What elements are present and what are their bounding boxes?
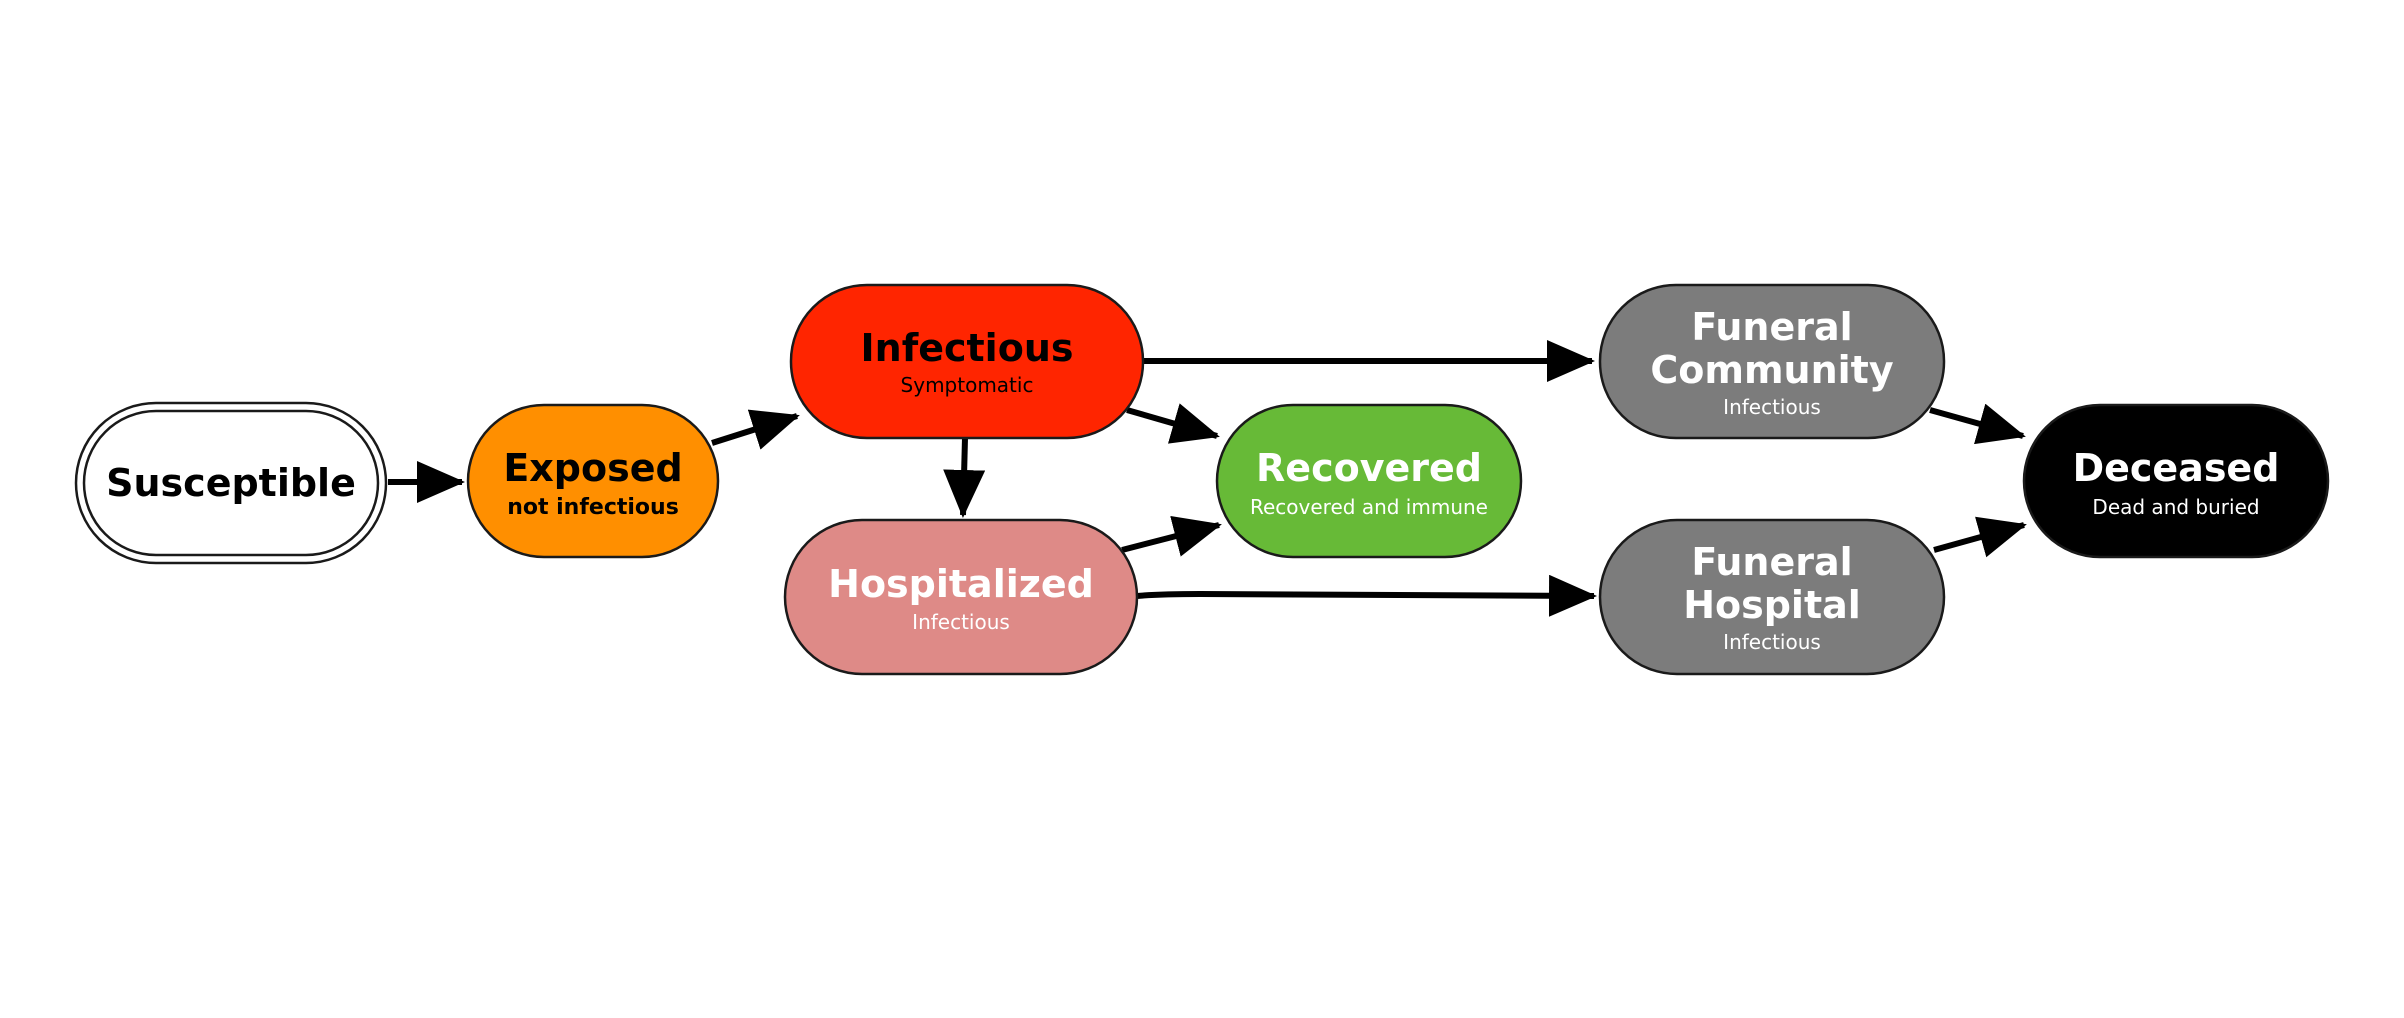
deceased-title: Deceased bbox=[2073, 446, 2280, 490]
funeral-community-title-line1: Funeral bbox=[1691, 305, 1852, 349]
funeral-hospital-shape bbox=[1598, 518, 1946, 676]
funeral-hospital-title-line1: Funeral bbox=[1691, 540, 1852, 584]
edge-infectious-to-hospitalized bbox=[943, 437, 986, 518]
hospitalized-subtitle: Infectious bbox=[912, 610, 1010, 634]
edge-funeral-hospital-to-deceased bbox=[1933, 516, 2027, 558]
edge-hospitalized-to-recovered bbox=[1121, 515, 1222, 557]
hospitalized-title: Hospitalized bbox=[828, 562, 1094, 606]
recovered-shape bbox=[1215, 403, 1523, 559]
susceptible-inner-border bbox=[82, 409, 380, 557]
funeral-community-subtitle: Infectious bbox=[1723, 395, 1821, 419]
susceptible-title: Susceptible bbox=[106, 461, 356, 505]
exposed-title: Exposed bbox=[503, 446, 682, 490]
node-funeral-hospital: Funeral Hospital Infectious bbox=[1598, 518, 1946, 676]
edge-hospitalized-to-funeral-hospital bbox=[1136, 574, 1597, 617]
funeral-community-title-line2: Community bbox=[1650, 348, 1893, 392]
node-exposed: Exposed not infectious bbox=[466, 403, 720, 559]
funeral-hospital-title-line2: Hospital bbox=[1683, 583, 1861, 627]
infectious-subtitle: Symptomatic bbox=[901, 373, 1034, 397]
recovered-subtitle: Recovered and immune bbox=[1250, 495, 1488, 519]
node-funeral-community: Funeral Community Infectious bbox=[1598, 283, 1946, 440]
infectious-title: Infectious bbox=[861, 326, 1074, 370]
deceased-subtitle: Dead and buried bbox=[2092, 495, 2259, 519]
recovered-title: Recovered bbox=[1256, 446, 1482, 490]
edge-exposed-to-infectious bbox=[711, 409, 800, 450]
edge-infectious-to-recovered bbox=[1126, 403, 1220, 444]
node-infectious: Infectious Symptomatic bbox=[789, 283, 1145, 440]
exposed-shape bbox=[466, 403, 720, 559]
node-recovered: Recovered Recovered and immune bbox=[1215, 403, 1523, 559]
funeral-hospital-subtitle: Infectious bbox=[1723, 630, 1821, 654]
infectious-shape bbox=[789, 283, 1145, 440]
funeral-community-shape bbox=[1598, 283, 1946, 440]
susceptible-shape bbox=[74, 401, 388, 565]
exposed-subtitle: not infectious bbox=[507, 495, 679, 520]
hospitalized-shape bbox=[783, 518, 1139, 676]
edge-funeral-community-to-deceased bbox=[1929, 403, 2026, 445]
node-susceptible: Susceptible bbox=[74, 401, 388, 565]
node-deceased: Deceased Dead and buried bbox=[2022, 403, 2330, 559]
node-hospitalized: Hospitalized Infectious bbox=[783, 518, 1139, 676]
deceased-shape bbox=[2022, 403, 2330, 559]
